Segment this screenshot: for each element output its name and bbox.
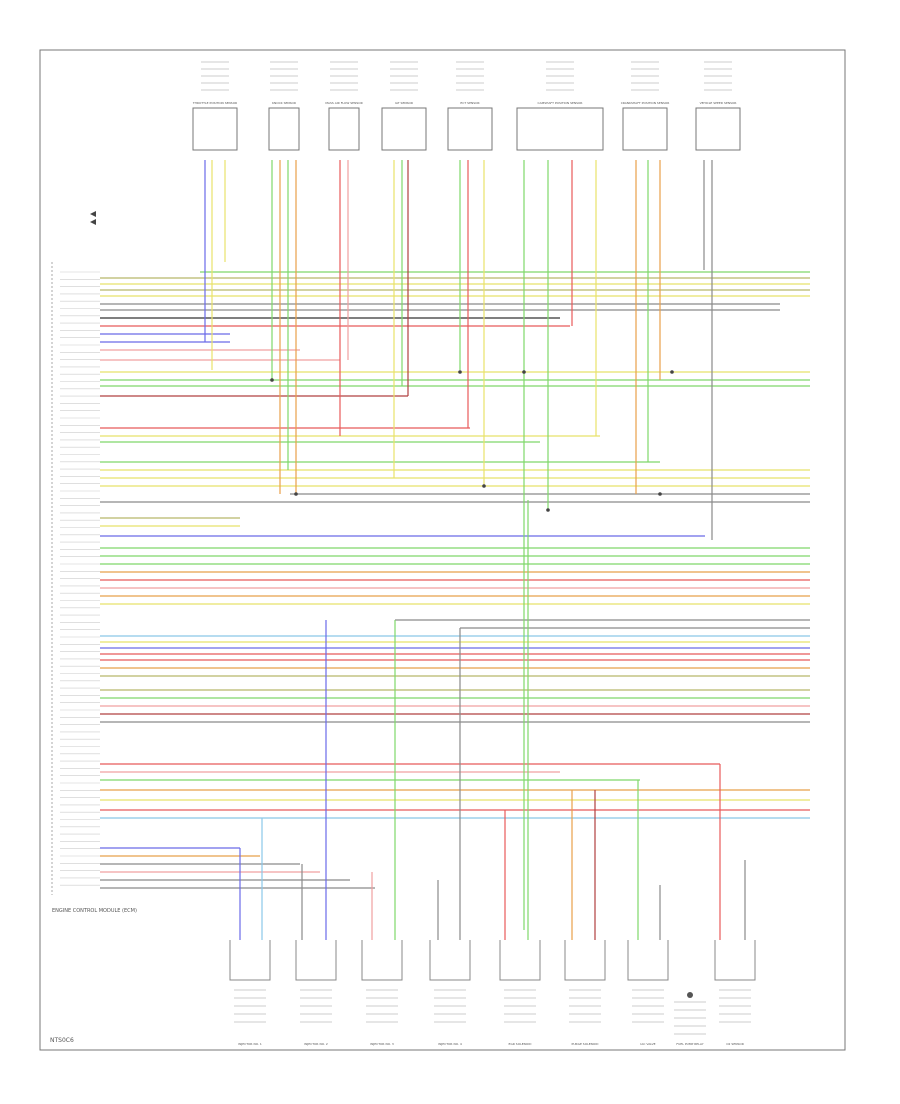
component-label: ECT SENSOR: [460, 101, 479, 105]
bottom-component: INJECTOR NO. 3: [361, 940, 403, 1046]
component-label: THROTTLE POSITION SENSOR: [192, 101, 237, 105]
component-body: [328, 107, 360, 151]
component-label: IAC VALVE: [640, 1042, 655, 1046]
top-component: ECT SENSOR: [447, 61, 493, 151]
component-label: PURGE SOLENOID: [572, 1042, 600, 1046]
component-body: [381, 107, 427, 151]
component-body: [516, 107, 604, 151]
junction-dot: [482, 484, 486, 488]
bottom-component: INJECTOR NO. 4: [429, 940, 471, 1046]
junction-dot: [658, 492, 662, 496]
component-label: INJECTOR NO. 3: [370, 1042, 394, 1046]
component-body: [627, 940, 669, 981]
component-label: INJECTOR NO. 2: [304, 1042, 328, 1046]
junction-dot: [458, 370, 462, 374]
component-label: INJECTOR NO. 1: [238, 1042, 262, 1046]
component-body: [361, 940, 403, 981]
component-label: CRANKSHAFT POSITION SENSOR: [621, 101, 670, 105]
top-component: VEHICLE SPEED SENSOR: [695, 61, 741, 151]
ground-symbol: [90, 219, 96, 225]
component-label: EGR SOLENOID: [509, 1042, 533, 1046]
component-label: VEHICLE SPEED SENSOR: [700, 101, 737, 105]
component-label: O2 SENSOR: [726, 1042, 744, 1046]
component-body: [564, 940, 606, 981]
component-body: [295, 940, 337, 981]
junction-dot: [294, 492, 298, 496]
component-label: IAT SENSOR: [395, 101, 413, 105]
ground-point: [687, 992, 693, 998]
bottom-component: IAC VALVE: [627, 940, 669, 1046]
top-component: THROTTLE POSITION SENSOR: [192, 61, 238, 151]
top-component: KNOCK SENSOR: [268, 61, 300, 151]
top-component: CRANKSHAFT POSITION SENSOR: [621, 61, 670, 151]
component-label: MASS AIR FLOW SENSOR: [325, 101, 362, 105]
bottom-component: INJECTOR NO. 1: [229, 940, 271, 1046]
bottom-component: INJECTOR NO. 2: [295, 940, 337, 1046]
component-body: [622, 107, 668, 151]
diagram-frame: [39, 49, 846, 1051]
component-body: [429, 940, 471, 981]
ecm-label: ENGINE CONTROL MODULE (ECM): [52, 908, 137, 914]
component-body: [714, 940, 756, 981]
component-label: INJECTOR NO. 4: [438, 1042, 462, 1046]
top-component: IAT SENSOR: [381, 61, 427, 151]
junction-dot: [670, 370, 674, 374]
ecm-connector-strip: [51, 262, 100, 895]
ground-symbol: [90, 211, 96, 217]
bottom-component: PURGE SOLENOID: [564, 940, 606, 1046]
top-component: MASS AIR FLOW SENSOR: [325, 61, 363, 151]
junction-dot: [522, 370, 526, 374]
bottom-component: O2 SENSOR: [714, 940, 756, 1046]
component-label: FUEL PUMP RELAY: [676, 1042, 703, 1046]
component-body: [192, 107, 238, 151]
bottom-components: INJECTOR NO. 1 INJECTOR NO. 2 INJECTOR NO.…: [229, 940, 756, 1046]
component-body: [268, 107, 300, 151]
component-body: [499, 940, 541, 981]
wires: [90, 160, 810, 940]
bottom-component: FUEL PUMP RELAY: [674, 992, 706, 1046]
bottom-component: EGR SOLENOID: [499, 940, 541, 1046]
top-components: THROTTLE POSITION SENSOR KNOCK SENSOR MASS…: [192, 61, 741, 151]
component-label: KNOCK SENSOR: [272, 101, 296, 105]
component-label: CAMSHAFT POSITION SENSOR: [537, 101, 582, 105]
top-component: CAMSHAFT POSITION SENSOR: [516, 61, 604, 151]
junction-dot: [546, 508, 550, 512]
component-body: [229, 940, 271, 981]
component-body: [695, 107, 741, 151]
figure-code: NTS0C6: [50, 1037, 74, 1044]
component-body: [447, 107, 493, 151]
junction-dot: [270, 378, 274, 382]
